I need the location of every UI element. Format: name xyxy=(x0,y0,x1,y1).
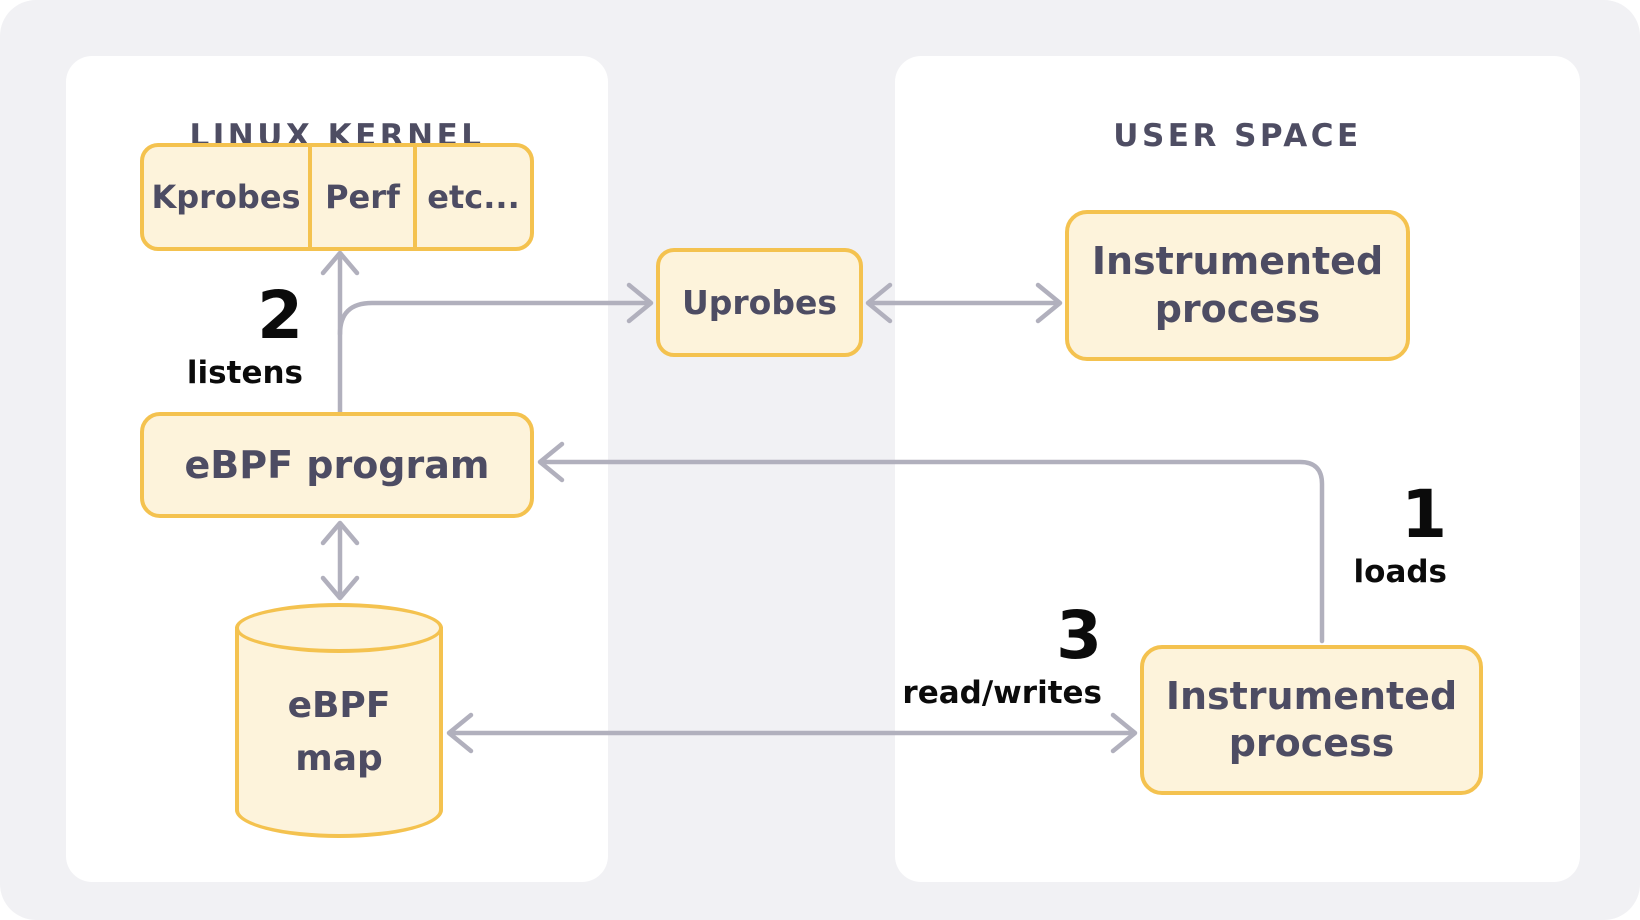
node-kprobes: Kprobes xyxy=(151,178,301,216)
cylinder-top-ellipse xyxy=(235,603,443,653)
step-3-word: read/writes xyxy=(902,675,1102,711)
node-etc: etc... xyxy=(413,147,530,247)
ebpf-map-line1: eBPF xyxy=(287,685,391,726)
step-2-word: listens xyxy=(186,355,303,391)
annotation-step-1-loads: 1 loads xyxy=(1244,482,1447,588)
node-uprobes: Uprobes xyxy=(656,248,863,357)
cylinder-body xyxy=(235,627,443,838)
node-ebpf-program: eBPF program xyxy=(140,412,534,518)
step-1-word: loads xyxy=(1353,554,1447,590)
node-ebpf-map-cylinder: eBPF map xyxy=(235,603,443,838)
node-instrumented-process-top: Instrumented process xyxy=(1065,210,1410,361)
ebpf-map-label: eBPF map xyxy=(235,679,443,786)
node-perf: Perf xyxy=(308,147,413,247)
ebpf-map-line2: map xyxy=(295,738,383,780)
annotation-step-2-listens: 2 listens xyxy=(100,283,303,389)
step-1-number: 1 xyxy=(1401,476,1447,553)
annotation-step-3-readwrites: 3 read/writes xyxy=(860,603,1102,709)
panel-title-user-space: USER SPACE xyxy=(1113,118,1362,154)
step-2-number: 2 xyxy=(257,277,303,354)
step-3-number: 3 xyxy=(1056,597,1102,674)
node-instrumented-process-bottom: Instrumented process xyxy=(1140,645,1483,795)
probe-sources-box: Kprobes Perf etc... xyxy=(140,143,534,251)
